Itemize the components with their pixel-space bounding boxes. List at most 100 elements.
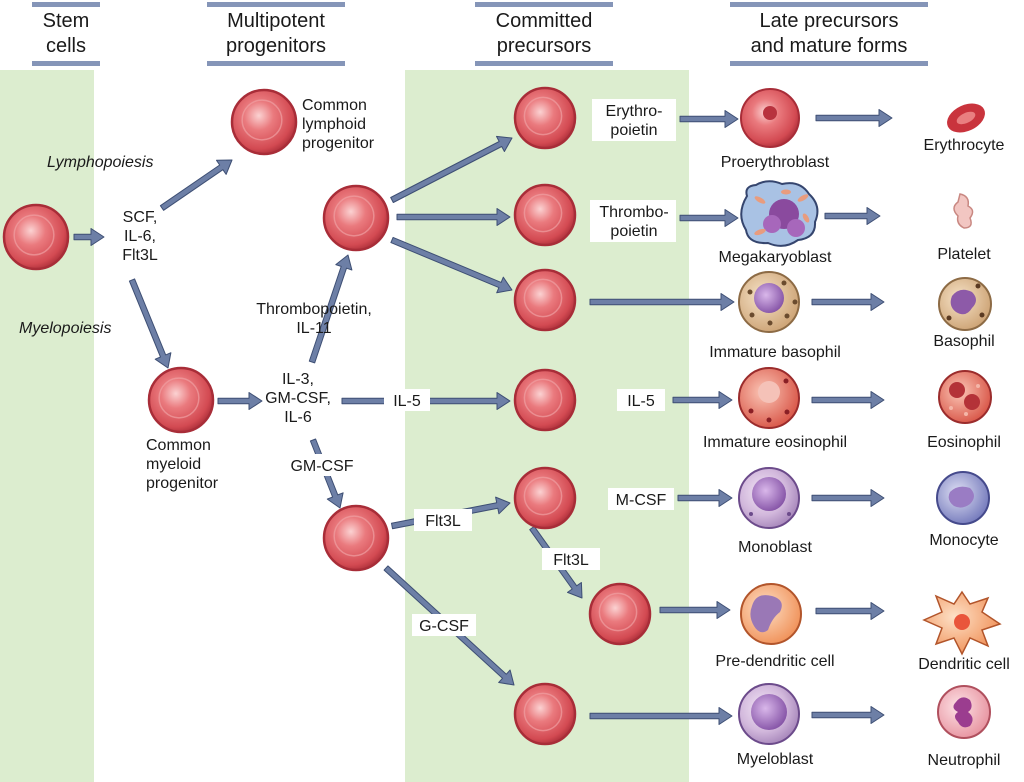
- svg-text:Late precursors: Late precursors: [760, 10, 899, 32]
- common-lymphoid-line1: Common: [302, 97, 367, 114]
- common-myeloid-line1: Common: [146, 437, 211, 454]
- monocyte-committed-precursor-cell: [513, 466, 577, 530]
- monoblast-cell: [738, 467, 800, 529]
- immature-eosinophil-cell: [738, 367, 800, 429]
- svg-text:poietin: poietin: [610, 122, 657, 139]
- svg-text:Thrombopoietin,: Thrombopoietin,: [256, 301, 372, 318]
- myeloid-factor-il6: IL-6: [284, 409, 312, 426]
- svg-text:IL-5: IL-5: [393, 393, 421, 410]
- lymphopoiesis-label: Lymphopoiesis: [47, 154, 153, 171]
- svg-text:Proerythroblast: Proerythroblast: [721, 154, 830, 171]
- arrow-stem-to-factors: [73, 228, 105, 246]
- il5-label-a: IL-5: [393, 393, 421, 410]
- monocyte-label: Monocyte: [929, 532, 998, 549]
- svg-text:Lymphopoiesis: Lymphopoiesis: [47, 154, 153, 171]
- eosinophil-cell: [938, 370, 992, 424]
- common-myeloid-line3: progenitor: [146, 475, 219, 492]
- header-late-precursors: Late precursors and mature forms: [730, 2, 928, 66]
- arrow-ery-to-proery: [679, 110, 739, 128]
- arrow-predend-to-dend: [815, 602, 885, 620]
- dendritic-committed-precursor-cell: [588, 582, 652, 646]
- granulocyte-monocyte-progenitor-cell: [322, 504, 390, 572]
- flt3l-label-b: Flt3L: [553, 552, 589, 569]
- monoblast-label: Monoblast: [738, 539, 812, 556]
- svg-text:Stem: Stem: [43, 10, 90, 32]
- svg-text:Pre-dendritic cell: Pre-dendritic cell: [715, 653, 834, 670]
- basophil-committed-precursor-cell: [513, 268, 577, 332]
- myeloblast-label: Myeloblast: [737, 751, 814, 768]
- dendritic-label: Dendritic cell: [918, 656, 1010, 673]
- erythrocyte-label: Erythrocyte: [924, 137, 1005, 154]
- immature-basophil-label: Immature basophil: [709, 344, 841, 361]
- svg-text:Erythrocyte: Erythrocyte: [924, 137, 1005, 154]
- common-lymphoid-progenitor-cell: [230, 88, 298, 156]
- arrow-myeloblast-to-neutro: [811, 706, 885, 724]
- il5-label-b: IL-5: [627, 393, 655, 410]
- svg-text:Immature eosinophil: Immature eosinophil: [703, 434, 847, 451]
- platelet-label: Platelet: [937, 246, 991, 263]
- dendritic-cell: [922, 590, 1002, 656]
- svg-text:cells: cells: [46, 35, 86, 57]
- pre-dendritic-cell-shape: [740, 583, 802, 645]
- thrombopoietin-line2: poietin: [610, 223, 657, 240]
- platelet-cell: [953, 193, 974, 229]
- arrow-megakblast-to-platelet: [824, 207, 881, 225]
- arrow-monoblast-to-mono: [811, 489, 885, 507]
- svg-text:GM-CSF,: GM-CSF,: [265, 390, 331, 407]
- neutrophil-label: Neutrophil: [928, 752, 1001, 769]
- myelopoiesis-label: Myelopoiesis: [19, 320, 111, 337]
- proerythroblast-label: Proerythroblast: [721, 154, 830, 171]
- svg-text:Myelopoiesis: Myelopoiesis: [19, 320, 111, 337]
- arrow-factors-to-lymphoid: [159, 159, 233, 211]
- hematopoietic-stem-cell: [2, 203, 70, 271]
- arrow-megak-to-megakblast: [679, 209, 739, 227]
- flt3l-label-a: Flt3L: [425, 513, 461, 530]
- svg-text:G-CSF: G-CSF: [419, 618, 469, 635]
- neutrophil-cell: [937, 685, 991, 739]
- eosinophil-committed-precursor-cell: [513, 368, 577, 432]
- red-cells: [2, 86, 652, 746]
- svg-text:Common: Common: [302, 97, 367, 114]
- megakaryoblast-cell: [740, 180, 819, 247]
- proerythroblast-cell: [740, 88, 800, 148]
- arrow-myeloid-to-factors: [217, 392, 263, 410]
- monocyte-cell: [936, 471, 990, 525]
- header-committed-line1: Committed: [496, 10, 593, 32]
- svg-text:Megakaryoblast: Megakaryoblast: [719, 249, 833, 266]
- stem-factor-scf: SCF,: [123, 209, 158, 226]
- svg-text:precursors: precursors: [497, 35, 591, 57]
- header-committed: Committed precursors: [475, 2, 613, 66]
- arrow-proery-to-erythro: [815, 109, 893, 127]
- header-multipotent: Multipotent progenitors: [207, 2, 345, 66]
- svg-text:progenitor: progenitor: [302, 135, 375, 152]
- header-stem-line2: cells: [46, 35, 86, 57]
- arrow-neutro-to-myeloblast: [589, 707, 733, 725]
- svg-text:IL-5: IL-5: [627, 393, 655, 410]
- arrow-baso-to-immbaso: [589, 293, 735, 311]
- svg-text:Monocyte: Monocyte: [929, 532, 998, 549]
- arrow-megmyeloid-to-erythroid: [390, 135, 513, 203]
- arrow-immeos-to-eos: [811, 391, 885, 409]
- megakaryoblast-label: Megakaryoblast: [719, 249, 833, 266]
- gmcsf-label: GM-CSF: [290, 458, 353, 475]
- myeloid-factor-gmcsf: GM-CSF,: [265, 390, 331, 407]
- immature-basophil-cell: [738, 271, 800, 333]
- svg-text:Erythro-: Erythro-: [606, 103, 663, 120]
- svg-text:myeloid: myeloid: [146, 456, 201, 473]
- stem-factor-flt3l: Flt3L: [122, 247, 158, 264]
- svg-text:SCF,: SCF,: [123, 209, 158, 226]
- arrow-factors-to-myeloid: [128, 278, 172, 369]
- eosinophil-label: Eosinophil: [927, 434, 1001, 451]
- svg-text:and mature forms: and mature forms: [751, 35, 908, 57]
- erythrocyte-cell: [947, 103, 985, 133]
- svg-text:IL-6,: IL-6,: [124, 228, 156, 245]
- svg-text:IL-11: IL-11: [296, 320, 331, 337]
- thrombopoietin-il11-line1: Thrombopoietin,: [256, 301, 372, 318]
- svg-text:IL-6: IL-6: [284, 409, 312, 426]
- common-lymphoid-line3: progenitor: [302, 135, 375, 152]
- common-myeloid-line2: myeloid: [146, 456, 201, 473]
- svg-text:Monoblast: Monoblast: [738, 539, 812, 556]
- svg-text:Flt3L: Flt3L: [425, 513, 461, 530]
- pre-dendritic-label: Pre-dendritic cell: [715, 653, 834, 670]
- svg-text:Dendritic cell: Dendritic cell: [918, 656, 1010, 673]
